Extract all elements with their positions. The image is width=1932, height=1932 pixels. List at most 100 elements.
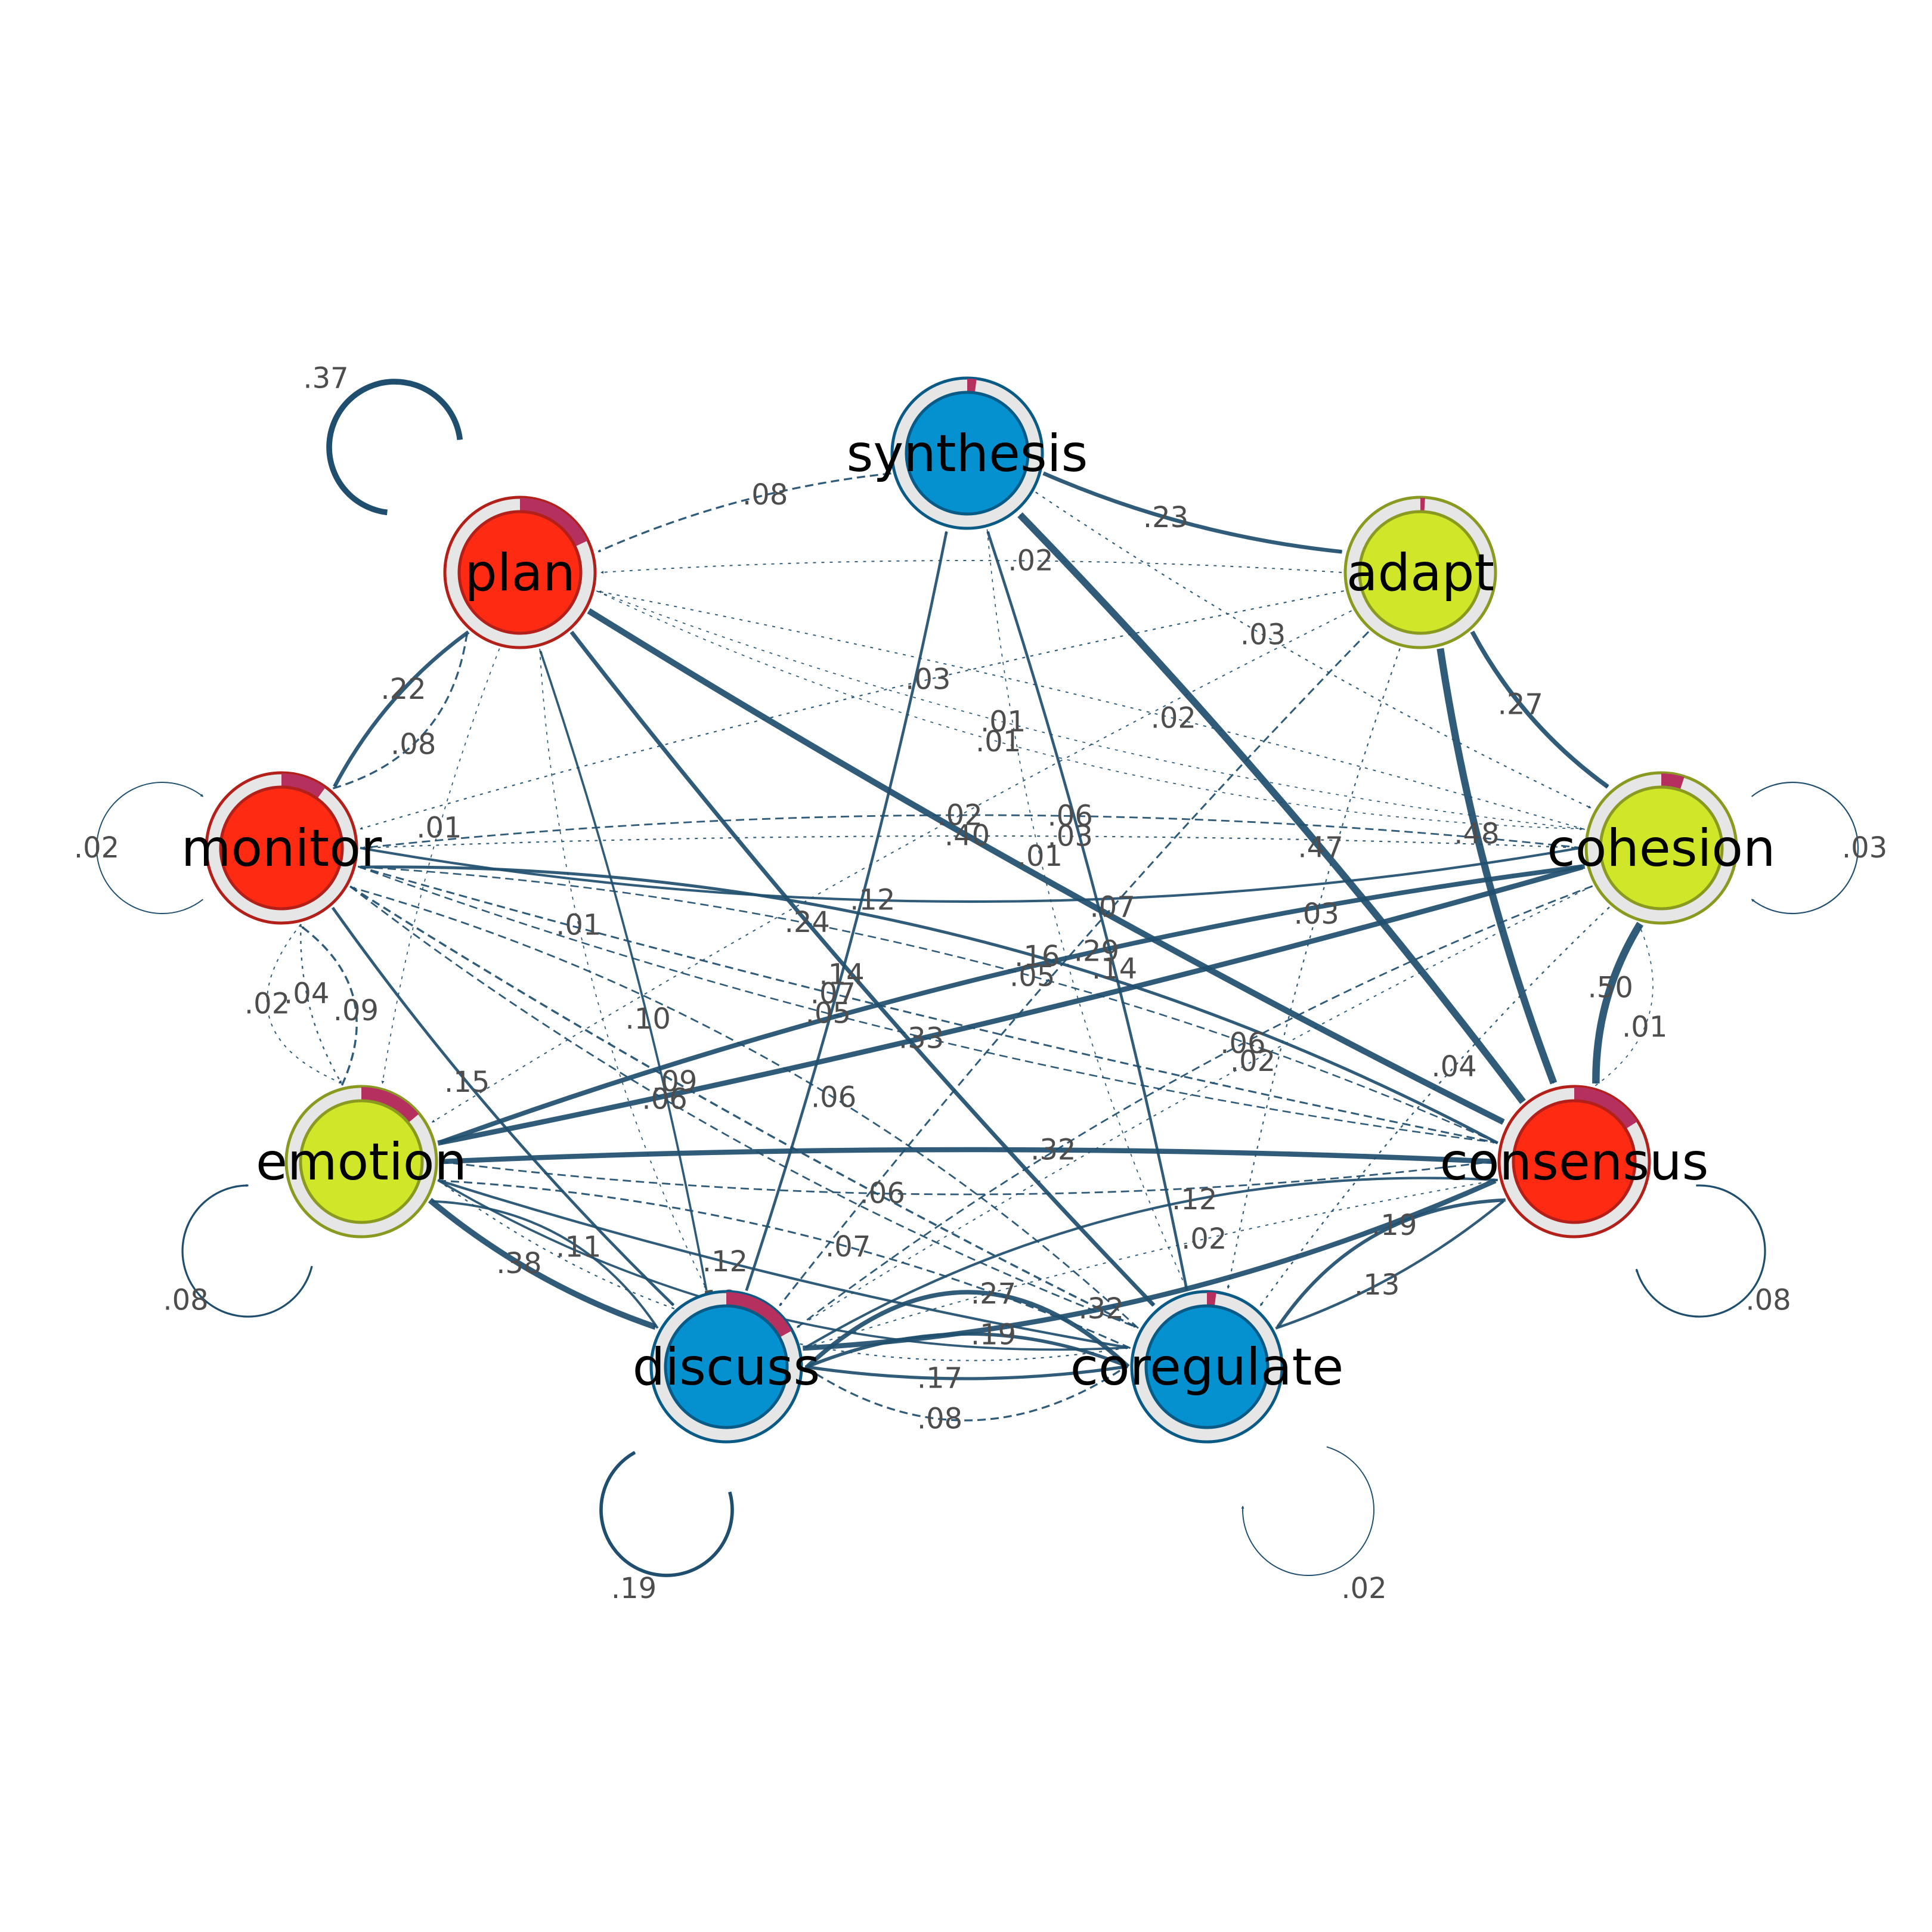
edge-label-coregulate-to-emotion: .07 — [825, 1230, 871, 1264]
edge-discuss-to-coregulate — [804, 1366, 1126, 1422]
edge-consensus-to-synthesis — [1017, 512, 1526, 1104]
edge-label-discuss-to-coregulate: .08 — [917, 1402, 962, 1436]
node-cohesion: cohesion — [1547, 771, 1776, 925]
edge-synthesis-to-plan — [597, 472, 891, 553]
node-core-monitor — [219, 785, 344, 911]
edge-label-cohesion-to-monitor: .06 — [1048, 799, 1093, 832]
node-label-emotion: emotion — [256, 1132, 467, 1192]
edge-label-monitor-to-consensus: .07 — [810, 977, 856, 1010]
node-pie-synthesis — [967, 379, 977, 392]
self-loop-monitor — [96, 782, 204, 914]
edge-label-adapt-to-consensus: .48 — [1454, 818, 1499, 851]
node-label-coregulate: coregulate — [1070, 1337, 1344, 1397]
edge-monitor-to-plan — [332, 633, 468, 789]
edge-label-discuss-to-consensus: .32 — [1079, 1292, 1124, 1326]
node-coregulate: coregulate — [1070, 1290, 1344, 1444]
edge-label-consensus-to-emotion: .32 — [1030, 1134, 1076, 1167]
node-core-adapt — [1358, 510, 1483, 635]
edge-monitor-to-cohesion — [360, 846, 1581, 903]
edges-layer — [267, 471, 1654, 1422]
edge-label-emotion-to-coregulate: .12 — [702, 1245, 748, 1278]
node-emotion: emotion — [256, 1085, 467, 1239]
self-loop-consensus — [1635, 1184, 1766, 1318]
edge-label-synthesis-to-cohesion: .03 — [1240, 618, 1286, 652]
self-loop-cohesion — [1751, 781, 1859, 915]
edge-discuss-to-coregulate — [804, 1365, 1126, 1380]
edge-plan-to-coregulate — [569, 630, 1156, 1307]
edge-label-discuss-to-coregulate: .17 — [917, 1362, 962, 1395]
edge-emotion-to-coregulate — [437, 1179, 1129, 1361]
edge-cohesion-to-monitor — [362, 814, 1583, 850]
edge-label-consensus-to-cohesion: .01 — [1622, 1011, 1667, 1044]
node-core-discuss — [664, 1304, 789, 1429]
edge-label-consensus-to-coregulate: .19 — [1371, 1209, 1417, 1242]
edge-label-monitor-to-coregulate: .09 — [652, 1065, 697, 1098]
edge-emotion-to-coregulate — [437, 1179, 1129, 1349]
edge-monitor-to-discuss — [331, 906, 675, 1306]
edge-label-coregulate-to-consensus: .13 — [1354, 1268, 1400, 1302]
edge-label-plan-to-discuss: .01 — [556, 909, 601, 942]
edge-cohesion-to-coregulate — [1259, 906, 1610, 1306]
node-pie-plan — [519, 498, 588, 547]
edge-consensus-to-discuss — [804, 1176, 1498, 1349]
edge-label-coregulate-to-synthesis: .14 — [1092, 952, 1137, 986]
node-core-consensus — [1512, 1099, 1637, 1224]
edge-emotion-to-consensus — [439, 1160, 1494, 1196]
edge-monitor-to-coregulate — [349, 886, 1137, 1328]
edge-consensus-to-monitor — [360, 865, 1498, 1145]
edge-adapt-to-coregulate — [1227, 648, 1401, 1289]
edge-consensus-to-emotion — [442, 1147, 1496, 1165]
edge-monitor-to-emotion — [267, 924, 342, 1084]
edge-label-consensus-to-monitor: .05 — [1010, 959, 1055, 993]
edge-adapt-to-monitor — [360, 590, 1344, 830]
edge-label-monitor-to-plan: .08 — [391, 727, 436, 761]
edge-synthesis-to-coregulate — [986, 529, 1187, 1289]
edge-cohesion-to-monitor — [362, 835, 1583, 850]
self-loop-label-discuss: .19 — [611, 1572, 657, 1605]
edge-label-monitor-to-emotion: .02 — [244, 987, 290, 1020]
node-label-plan: plan — [465, 543, 575, 603]
edge-plan-to-emotion — [381, 648, 500, 1084]
edge-adapt-to-cohesion — [1470, 630, 1609, 789]
edge-monitor-to-consensus — [357, 865, 1496, 1144]
edge-emotion-to-discuss — [428, 1197, 657, 1330]
edge-label-coregulate-to-monitor: .06 — [811, 1081, 856, 1114]
edge-label-adapt-to-coregulate: .03 — [1294, 897, 1339, 931]
edge-label-emotion-to-monitor: .09 — [333, 994, 379, 1027]
node-label-synthesis: synthesis — [847, 424, 1088, 484]
node-pie-discuss — [726, 1292, 792, 1337]
self-loop-label-monitor: .02 — [74, 831, 119, 865]
edge-label-monitor-to-consensus: .05 — [806, 997, 851, 1030]
edge-consensus-to-cohesion — [1594, 925, 1654, 1086]
edge-plan-to-cohesion — [596, 590, 1583, 831]
node-label-consensus: consensus — [1440, 1132, 1709, 1192]
edge-label-plan-to-cohesion: .01 — [976, 725, 1021, 758]
edge-label-discuss-to-synthesis: .14 — [819, 958, 864, 992]
self-loop-label-cohesion: .03 — [1842, 831, 1887, 865]
node-core-coregulate — [1144, 1304, 1270, 1429]
edge-label-cohesion-to-discuss: .06 — [1220, 1027, 1265, 1060]
node-core-cohesion — [1599, 785, 1724, 911]
edge-label-consensus-to-synthesis: .47 — [1298, 831, 1343, 865]
node-label-cohesion: cohesion — [1547, 819, 1775, 878]
nodes-layer: synthesisadaptcohesionconsensuscoregulat… — [181, 376, 1776, 1444]
node-pie-consensus — [1574, 1087, 1637, 1129]
edge-label-coregulate-to-discuss: .27 — [971, 1277, 1016, 1311]
edge-cohesion-to-consensus — [1592, 921, 1644, 1084]
edge-label-cohesion-to-monitor: .03 — [1048, 820, 1093, 853]
edge-consensus-to-monitor — [360, 865, 1498, 1144]
node-consensus: consensus — [1440, 1085, 1709, 1239]
edge-label-cohesion-to-emotion: .29 — [1074, 934, 1119, 968]
self-loops-layer — [96, 379, 1859, 1577]
edge-label-monitor-to-emotion: .04 — [284, 977, 329, 1011]
node-core-plan — [457, 510, 583, 635]
edge-label-consensus-to-discuss: .02 — [1181, 1222, 1227, 1256]
edge-adapt-to-discuss — [779, 631, 1370, 1306]
edge-label-consensus-to-monitor: .16 — [1014, 940, 1060, 973]
edge-label-plan-to-monitor: .22 — [380, 673, 426, 706]
edge-label-adapt-to-monitor: .03 — [905, 663, 950, 696]
edge-coregulate-to-discuss — [806, 1290, 1130, 1368]
edge-adapt-to-consensus — [1436, 648, 1558, 1085]
node-plan: plan — [443, 496, 597, 649]
